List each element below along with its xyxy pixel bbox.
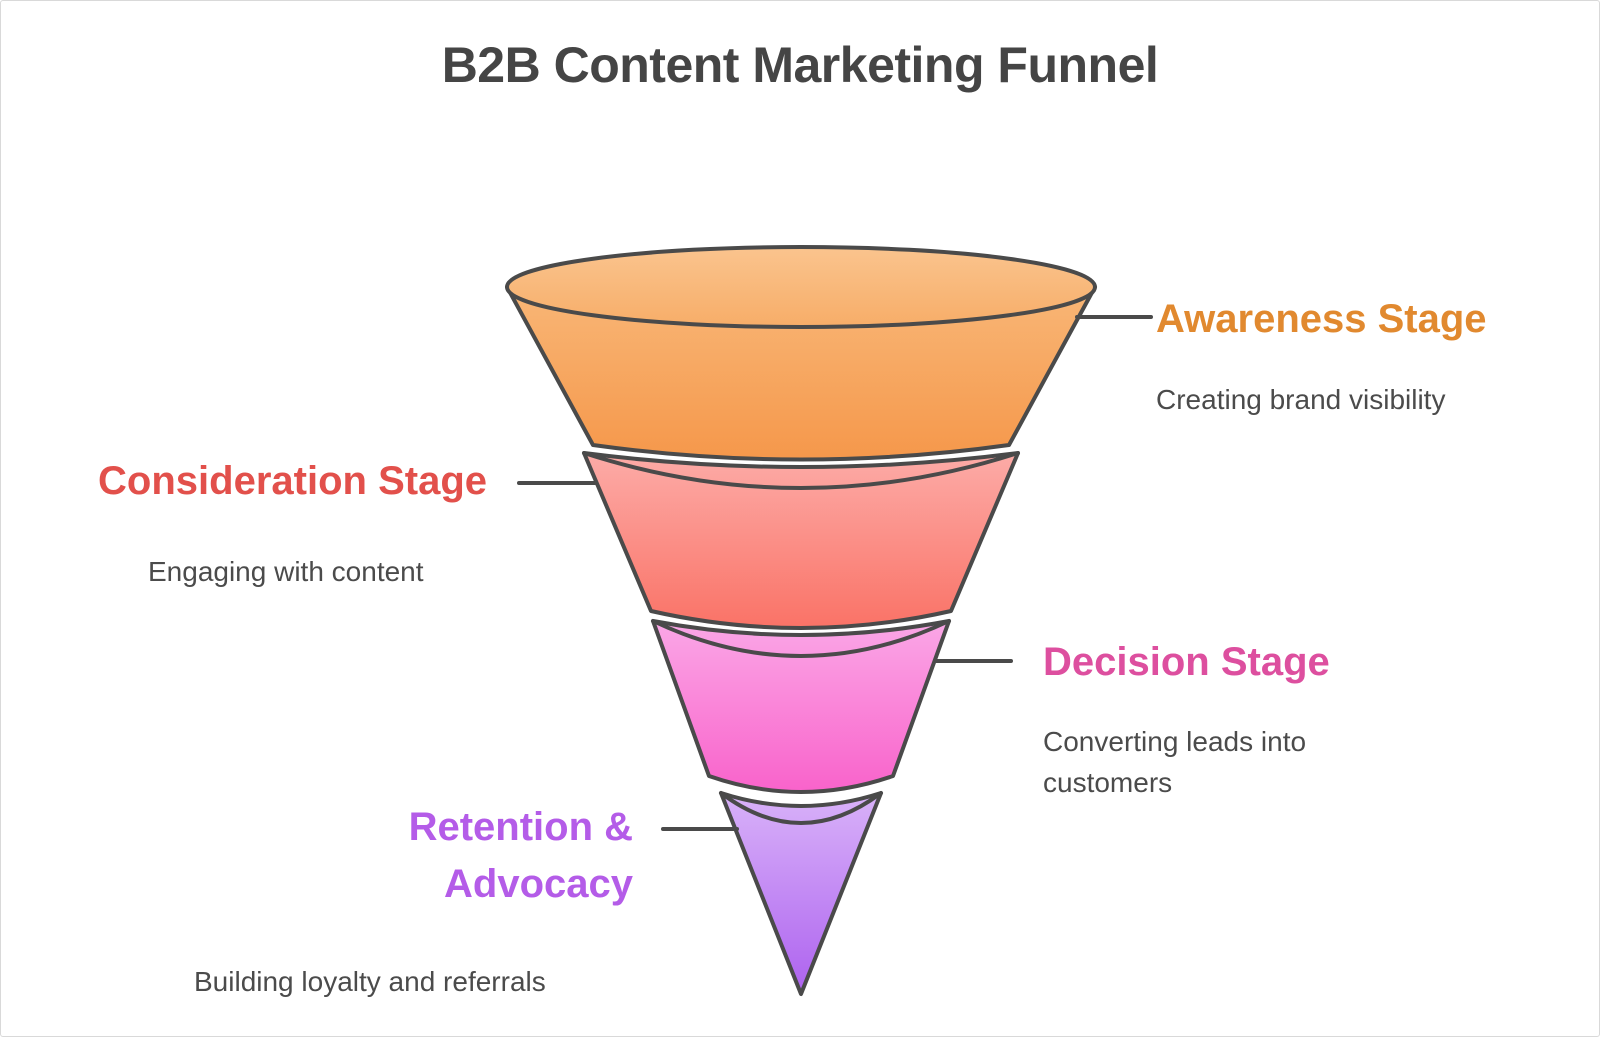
funnel-segment-consideration-rim (582, 451, 1020, 490)
page-title: B2B Content Marketing Funnel (441, 37, 1159, 93)
stage-description-consideration: Engaging with content (148, 556, 424, 587)
funnel-segment-decision-rim (651, 619, 951, 658)
funnel-shapes (505, 245, 1153, 996)
stage-description-awareness: Creating brand visibility (1156, 384, 1446, 415)
stage-description-retention: Building loyalty and referrals (194, 966, 546, 997)
stage-description-decision: Converting leads into customers (1043, 726, 1307, 798)
funnel-segment-consideration (582, 451, 1020, 630)
funnel-segment-decision (651, 619, 951, 794)
funnel-top-opening (505, 245, 1097, 329)
funnel-segment-awareness (505, 285, 1097, 462)
funnel-segment-retention-rim (719, 791, 883, 825)
stage-label-consideration: Consideration Stage (98, 459, 487, 503)
stage-label-awareness: Awareness Stage (1156, 297, 1487, 341)
stage-label-decision: Decision Stage (1043, 640, 1330, 684)
stage-label-retention: Retention & Advocacy (408, 805, 633, 906)
